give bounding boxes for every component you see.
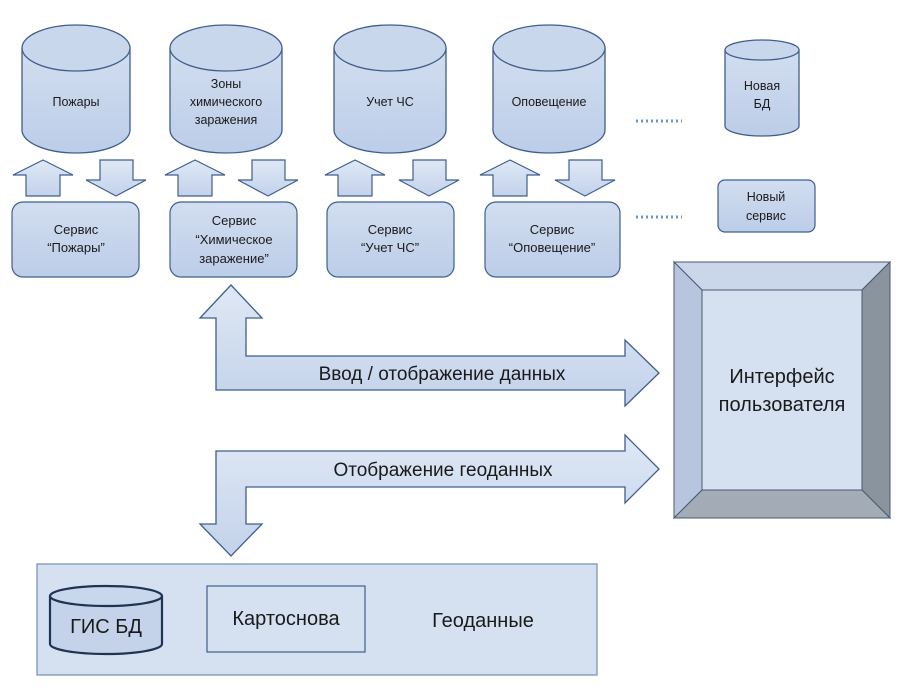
user-interface-box: Интерфейс пользователя xyxy=(672,260,892,520)
db-service-arrows-3 xyxy=(324,159,460,197)
db-label: Оповещение xyxy=(512,95,587,109)
db-label: Пожары xyxy=(52,95,99,109)
data-io-label: Ввод / отображение данных xyxy=(319,364,566,385)
gis-db-cylinder: ГИС БД xyxy=(48,584,164,656)
service-label: Сервис xyxy=(54,222,99,237)
up-arrow xyxy=(324,159,386,197)
up-arrow xyxy=(164,159,226,197)
db-service-arrows-4 xyxy=(479,159,616,197)
service-label: заражение” xyxy=(199,251,269,266)
db-label: заражения xyxy=(195,113,258,127)
service-chemical: Сервис “Химическое заражение” xyxy=(169,201,298,278)
db-notification: Оповещение xyxy=(492,24,606,154)
down-arrow xyxy=(237,159,299,197)
basemap-box: Картоснова xyxy=(206,585,366,653)
db-label: Учет ЧС xyxy=(366,95,414,109)
db-service-arrows-2 xyxy=(164,159,299,197)
db-fires: Пожары xyxy=(21,24,131,154)
geodata-container: ГИС БД Картоснова Геоданные xyxy=(36,563,598,676)
db-emergency-records: Учет ЧС xyxy=(333,24,447,154)
db-label: Новая xyxy=(744,79,780,93)
geodata-label: Геоданные xyxy=(432,610,534,632)
service-label: “Химическое xyxy=(195,232,272,247)
db-chemical-zones: Зоны химического заражения xyxy=(169,24,283,154)
up-arrow xyxy=(12,159,74,197)
service-label: “Пожары” xyxy=(47,240,105,255)
down-arrow xyxy=(398,159,460,197)
service-label: Сервис xyxy=(530,222,575,237)
service-label: “Оповещение” xyxy=(509,240,595,255)
down-arrow xyxy=(554,159,616,197)
ui-label: пользователя xyxy=(719,394,846,416)
db-label: химического xyxy=(190,95,262,109)
service-fires: Сервис “Пожары” xyxy=(11,201,140,278)
service-new: Новый сервис xyxy=(717,179,816,233)
geo-display-label: Отображение геоданных xyxy=(333,460,553,481)
service-notification: Сервис “Оповещение” xyxy=(484,201,621,278)
service-emergency-records: Сервис “Учет ЧС” xyxy=(326,201,455,278)
service-label: “Учет ЧС” xyxy=(361,240,419,255)
ui-label: Интерфейс xyxy=(729,366,834,388)
up-arrow xyxy=(479,159,541,197)
service-label: Новый xyxy=(747,190,786,204)
db-service-arrows-1 xyxy=(12,159,147,197)
down-arrow xyxy=(85,159,147,197)
db-new: Новая БД xyxy=(724,39,800,137)
geo-display-arrow: Отображение геоданных xyxy=(198,433,660,557)
basemap-label: Картоснова xyxy=(232,608,340,630)
db-label: БД xyxy=(754,97,771,111)
data-io-arrow: Ввод / отображение данных xyxy=(198,284,660,408)
db-label: Зоны xyxy=(211,77,241,91)
service-label: сервис xyxy=(746,209,786,223)
service-label: Сервис xyxy=(368,222,413,237)
service-label: Сервис xyxy=(212,213,257,228)
gis-db-label: ГИС БД xyxy=(70,616,142,638)
